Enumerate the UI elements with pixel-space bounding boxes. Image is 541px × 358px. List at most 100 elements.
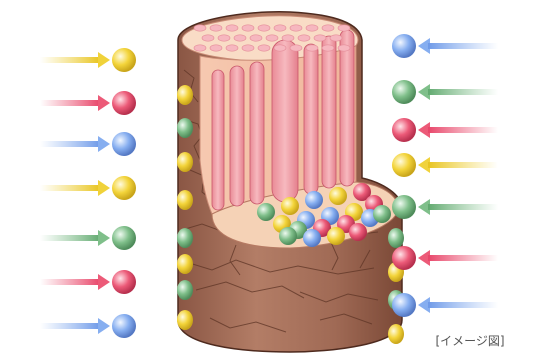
arrow-shaft xyxy=(428,43,498,49)
surface-bead-yellow xyxy=(177,254,193,274)
inflow-arrow-green xyxy=(392,195,498,219)
cell xyxy=(306,25,318,31)
basket-ball-yellow xyxy=(329,187,347,205)
cell xyxy=(274,25,286,31)
arrow-shaft xyxy=(428,127,498,133)
cell xyxy=(322,25,334,31)
cell xyxy=(242,25,254,31)
basket-ball-green xyxy=(257,203,275,221)
arrow-shaft xyxy=(40,57,100,63)
arrow-shaft xyxy=(428,89,498,95)
nutrient-ball-pink xyxy=(392,118,416,142)
inflow-arrow-pink xyxy=(392,118,498,142)
inflow-arrow-blue xyxy=(392,293,498,317)
basket-ball-blue xyxy=(305,191,323,209)
cell xyxy=(322,45,334,51)
cell xyxy=(210,25,222,31)
surface-bead-green xyxy=(388,228,404,248)
fiber-tube xyxy=(230,66,244,206)
cell xyxy=(202,35,214,41)
arrow-shaft xyxy=(428,255,498,261)
surface-bead-yellow xyxy=(177,190,193,210)
cell xyxy=(338,25,350,31)
inflow-arrow-green xyxy=(392,80,498,104)
nutrient-ball-green xyxy=(392,80,416,104)
cell xyxy=(258,45,270,51)
arrow-head xyxy=(98,180,110,196)
nutrient-ball-green xyxy=(112,226,136,250)
arrow-shaft xyxy=(40,100,100,106)
fiber-tube xyxy=(272,40,298,202)
cell xyxy=(266,35,278,41)
nutrient-ball-pink xyxy=(112,91,136,115)
arrow-head xyxy=(98,136,110,152)
arrow-shaft xyxy=(40,235,100,241)
surface-bead-yellow xyxy=(177,85,193,105)
cell xyxy=(226,25,238,31)
surface-bead-yellow xyxy=(177,152,193,172)
nutrient-ball-blue xyxy=(112,132,136,156)
arrow-shaft xyxy=(428,162,498,168)
arrow-head xyxy=(98,95,110,111)
cell xyxy=(298,35,310,41)
cell xyxy=(250,35,262,41)
inflow-arrow-blue xyxy=(392,34,498,58)
fiber-tube xyxy=(340,30,354,186)
basket-ball-yellow xyxy=(281,197,299,215)
nutrient-ball-blue xyxy=(392,293,416,317)
arrow-shaft xyxy=(428,204,498,210)
cell xyxy=(242,45,254,51)
arrow-shaft xyxy=(40,323,100,329)
arrow-shaft xyxy=(428,302,498,308)
inflow-arrow-yellow xyxy=(40,176,136,200)
nutrient-ball-yellow xyxy=(112,176,136,200)
cell xyxy=(226,45,238,51)
cell xyxy=(290,25,302,31)
cell xyxy=(210,45,222,51)
fiber-tube xyxy=(304,44,318,194)
arrow-head xyxy=(98,230,110,246)
surface-bead-yellow xyxy=(177,310,193,330)
inflow-arrow-blue xyxy=(40,314,136,338)
arrow-shaft xyxy=(40,185,100,191)
inflow-arrow-green xyxy=(40,226,136,250)
nutrient-ball-yellow xyxy=(392,153,416,177)
inflow-arrow-blue xyxy=(40,132,136,156)
inflow-arrow-pink xyxy=(40,91,136,115)
cell xyxy=(330,35,342,41)
fiber-tube xyxy=(322,36,336,188)
cell xyxy=(282,35,294,41)
nutrient-ball-blue xyxy=(112,314,136,338)
basket-ball-green xyxy=(279,227,297,245)
arrow-shaft xyxy=(40,141,100,147)
nutrient-ball-pink xyxy=(392,246,416,270)
inflow-arrow-yellow xyxy=(40,48,136,72)
surface-bead-green xyxy=(177,280,193,300)
fiber-tube xyxy=(212,70,224,210)
cell xyxy=(218,35,230,41)
figure-caption: [イメージ図] xyxy=(435,334,504,348)
trunk xyxy=(177,12,404,352)
cell xyxy=(274,45,286,51)
surface-bead-yellow xyxy=(388,324,404,344)
nutrient-ball-green xyxy=(392,195,416,219)
cell xyxy=(234,35,246,41)
inflow-arrow-pink xyxy=(40,270,136,294)
arrows-right-column xyxy=(392,34,498,317)
arrow-head xyxy=(98,274,110,290)
inflow-arrow-yellow xyxy=(392,153,498,177)
cell xyxy=(306,45,318,51)
cell xyxy=(314,35,326,41)
inflow-arrow-pink xyxy=(392,246,498,270)
basket-ball-blue xyxy=(303,229,321,247)
basket-ball-green xyxy=(373,205,391,223)
cell xyxy=(194,45,206,51)
surface-bead-green xyxy=(177,228,193,248)
arrow-head xyxy=(98,52,110,68)
cell xyxy=(194,25,206,31)
arrow-shaft xyxy=(40,279,100,285)
cell xyxy=(338,45,350,51)
arrows-left-column xyxy=(40,48,136,338)
fiber-tube xyxy=(250,62,264,204)
